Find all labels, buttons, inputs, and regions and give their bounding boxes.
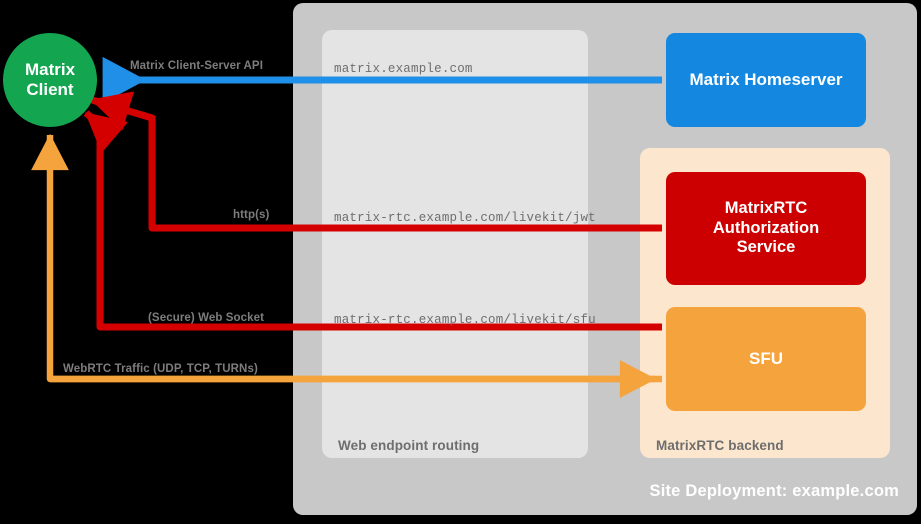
node-auth-label: MatrixRTC Authorization Service — [713, 199, 819, 257]
caption-matrixrtc-backend: MatrixRTC backend — [656, 438, 784, 453]
node-sfu-label: SFU — [749, 348, 783, 368]
node-matrixrtc-authorization-service[interactable]: MatrixRTC Authorization Service — [666, 172, 866, 285]
endpoint-host-matrix: matrix.example.com — [334, 62, 473, 76]
web-endpoint-routing-container — [322, 30, 588, 458]
flow-label-webrtc-traffic: WebRTC Traffic (UDP, TCP, TURNs) — [63, 363, 258, 375]
caption-web-endpoint-routing: Web endpoint routing — [338, 438, 480, 453]
auth-label-line2: Authorization — [712, 218, 820, 237]
flow-label-secure-web-socket: (Secure) Web Socket — [148, 312, 265, 324]
client-label-line1: Matrix — [24, 59, 76, 79]
flow-label-https: http(s) — [233, 209, 270, 221]
auth-label-line3: Service — [736, 238, 796, 257]
client-label-line2: Client — [26, 80, 74, 99]
endpoint-host-livekit-sfu: matrix-rtc.example.com/livekit/sfu — [334, 313, 596, 327]
endpoint-host-livekit-jwt: matrix-rtc.example.com/livekit/jwt — [334, 211, 596, 225]
node-matrix-client-label: Matrix Client — [25, 60, 75, 100]
node-matrix-homeserver[interactable]: Matrix Homeserver — [666, 33, 866, 127]
node-matrix-homeserver-label: Matrix Homeserver — [689, 69, 843, 89]
flow-label-matrix-client-server-api: Matrix Client-Server API — [130, 60, 263, 72]
node-matrix-client[interactable]: Matrix Client — [3, 33, 97, 127]
node-sfu[interactable]: SFU — [666, 307, 866, 411]
caption-site-deployment: Site Deployment: example.com — [649, 482, 899, 500]
auth-label-line1: MatrixRTC — [724, 199, 808, 218]
